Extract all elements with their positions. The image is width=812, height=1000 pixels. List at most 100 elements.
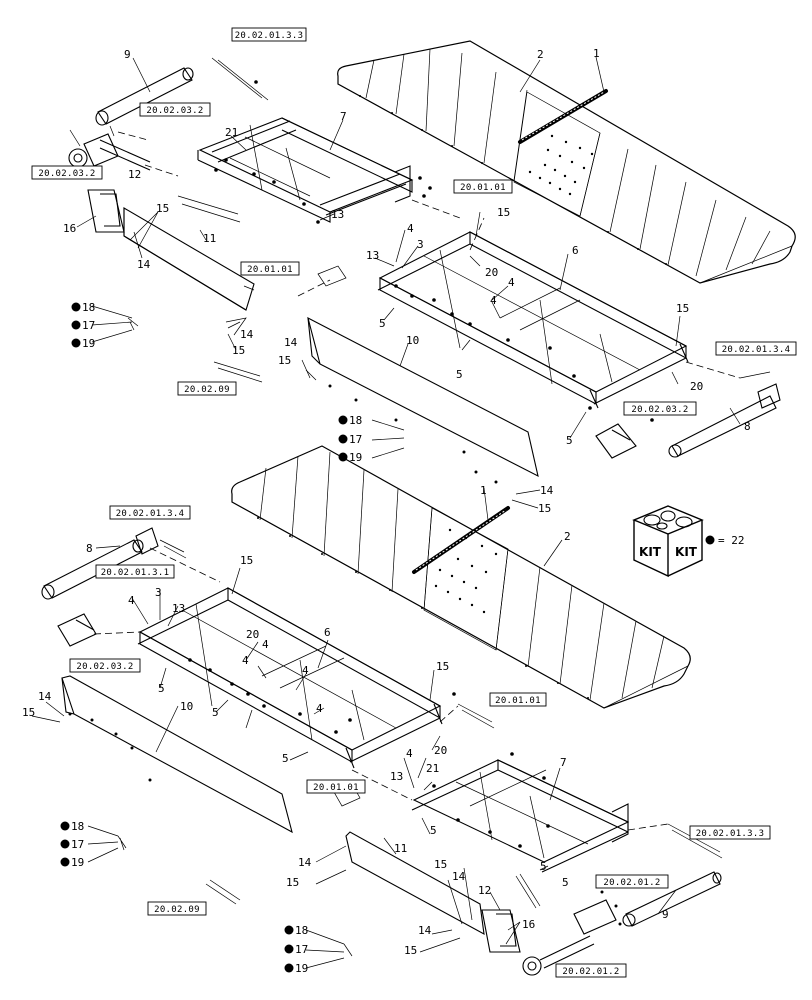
callout-number: 4 xyxy=(406,747,413,760)
bottom-bracket-left xyxy=(57,613,97,647)
ref-box-1: 20.02.01.3.3 xyxy=(231,27,307,42)
callout-number: 13 xyxy=(390,770,403,783)
bottom-bracket-right xyxy=(522,899,617,976)
callout-number: 18 xyxy=(349,414,362,427)
callout-number: 12 xyxy=(128,168,141,181)
callout-number: 13 xyxy=(366,249,379,262)
bottom-bolts xyxy=(68,658,622,926)
callout-number: 5 xyxy=(456,368,463,381)
callout-number: 15 xyxy=(436,660,449,673)
callout-number: 21 xyxy=(426,762,439,775)
leader-lines xyxy=(31,56,741,969)
callout-number: 19 xyxy=(295,962,308,975)
callout-number: 9 xyxy=(124,48,131,61)
callout-number: 17 xyxy=(295,943,308,956)
bottom-side-panel-11 xyxy=(345,831,485,936)
callout-number: 1 xyxy=(593,47,600,60)
callout-number: 15 xyxy=(156,202,169,215)
callout-number: 15 xyxy=(404,944,417,957)
reference-code: 20.02.03.2 xyxy=(38,169,95,179)
reference-code: 20.02.01.3.3 xyxy=(235,31,304,41)
bottom-dashed-leaders xyxy=(93,547,669,831)
top-roller-8 xyxy=(668,383,781,458)
ref-box-12: 20.01.01 xyxy=(489,692,547,707)
callout-number: 5 xyxy=(212,706,219,719)
ref-box-4: 20.01.01 xyxy=(453,179,513,194)
callout-number: 14 xyxy=(540,484,554,497)
top-belt xyxy=(337,40,796,284)
callout-number: 11 xyxy=(203,232,216,245)
ref-box-11: 20.02.03.2 xyxy=(69,658,141,673)
callout-number: 13 xyxy=(331,208,344,221)
callout-number: 20 xyxy=(690,380,703,393)
reference-boxes: 20.02.01.3.3 20.02.03.2 20.02.03.2 20.01… xyxy=(31,27,797,978)
kit-legend: = 22 xyxy=(705,534,745,547)
callout-number: 14 xyxy=(452,870,466,883)
callout-number: 14 xyxy=(298,856,312,869)
callout-number: 18 xyxy=(71,820,84,833)
ref-box-2: 20.02.03.2 xyxy=(139,102,211,117)
callout-number: 20 xyxy=(434,744,447,757)
callout-number: 4 xyxy=(490,294,497,307)
kit-label-right: KIT xyxy=(675,545,698,559)
callout-number: 19 xyxy=(71,856,84,869)
reference-code: 20.02.01.3.1 xyxy=(101,568,170,578)
reference-code: 20.02.03.2 xyxy=(76,662,133,672)
reference-code: 20.02.01.3.3 xyxy=(696,829,765,839)
bullet-markers xyxy=(60,302,348,973)
ref-box-17: 20.02.01.2 xyxy=(555,963,627,978)
reference-code: 20.02.01.2 xyxy=(603,878,660,888)
bottom-center-frame xyxy=(137,587,443,769)
reference-code: 20.02.03.2 xyxy=(631,405,688,415)
callout-number: 10 xyxy=(180,700,193,713)
reference-code: 20.02.03.2 xyxy=(146,106,203,116)
bottom-side-panel-10 xyxy=(61,675,293,834)
ref-box-14: 20.02.01.3.3 xyxy=(689,825,771,840)
callout-number: 17 xyxy=(349,433,362,446)
callout-number: 8 xyxy=(744,420,751,433)
reference-code: 20.02.01.2 xyxy=(562,967,619,977)
callout-number: 15 xyxy=(676,302,689,315)
callout-number: 9 xyxy=(662,908,669,921)
callout-number: 14 xyxy=(240,328,254,341)
callout-number: 11 xyxy=(394,842,407,855)
callout-number: 5 xyxy=(562,876,569,889)
ref-box-6: 20.02.09 xyxy=(177,381,237,396)
bottom-belt xyxy=(231,445,691,709)
callout-number: 13 xyxy=(172,602,185,615)
callout-number: 15 xyxy=(240,554,253,567)
callout-number: 7 xyxy=(560,756,567,769)
callout-number: 15 xyxy=(278,354,291,367)
reference-code: 20.01.01 xyxy=(460,183,506,193)
ref-box-16: 20.02.09 xyxy=(147,901,207,916)
callout-number: 2 xyxy=(537,48,544,61)
reference-code: 20.01.01 xyxy=(247,265,293,275)
top-center-frame xyxy=(377,231,689,409)
reference-code: 20.02.09 xyxy=(154,905,200,915)
top-side-panel-10 xyxy=(307,316,539,478)
callout-number: 4 xyxy=(316,702,323,715)
callout-number: 14 xyxy=(38,690,52,703)
callout-number: 6 xyxy=(572,244,579,257)
callout-number: 19 xyxy=(349,451,362,464)
callout-number: 18 xyxy=(82,301,95,314)
top-side-panel-12 xyxy=(87,189,125,233)
callout-number: 15 xyxy=(538,502,551,515)
ref-box-5: 20.01.01 xyxy=(240,261,300,276)
bottom-roller-9 xyxy=(622,871,722,927)
callout-number: 8 xyxy=(86,542,93,555)
callout-number: 15 xyxy=(497,206,510,219)
callout-number: 4 xyxy=(128,594,135,607)
top-bracket-left xyxy=(68,125,151,171)
callout-number: 16 xyxy=(63,222,76,235)
callout-number: 17 xyxy=(82,319,95,332)
ref-box-15: 20.02.01.2 xyxy=(595,874,669,889)
callout-number: 17 xyxy=(71,838,84,851)
callout-number: 3 xyxy=(417,238,424,251)
callout-number: 5 xyxy=(282,752,289,765)
callout-number: 15 xyxy=(434,858,447,871)
callout-number: 14 xyxy=(137,258,151,271)
callout-number: 2 xyxy=(564,530,571,543)
callout-number: 4 xyxy=(508,276,515,289)
callout-number: 12 xyxy=(478,884,491,897)
